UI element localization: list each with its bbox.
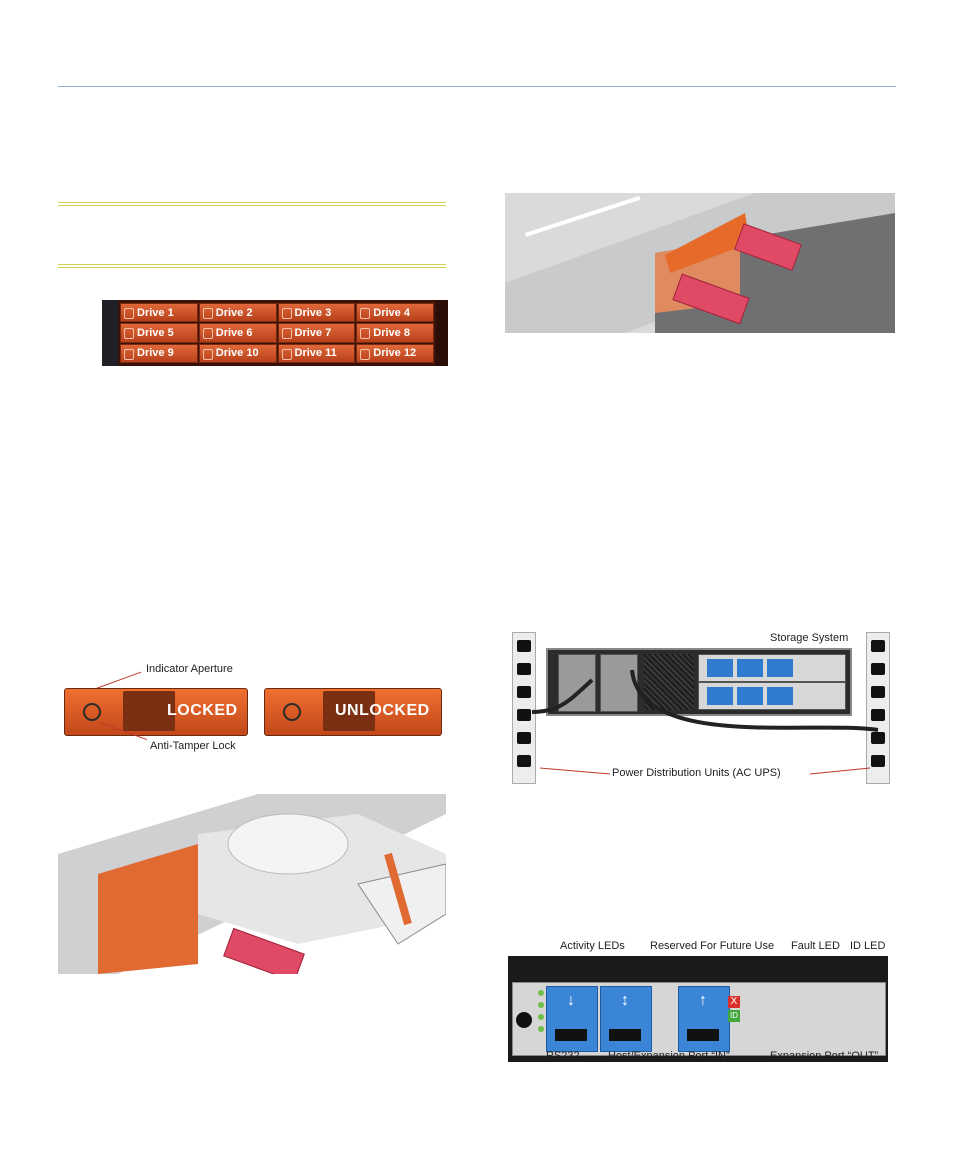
drive-insertion-illustration [58,794,446,974]
drive-slot: Drive 3 [277,303,356,323]
storage-system-label: Storage System [770,632,849,644]
drive-slot: Drive 1 [120,303,198,323]
drive-bay-illustration [505,193,895,333]
drive-slot: Drive 5 [120,323,198,343]
carrier-vent [323,691,375,731]
reserved-label: Reserved For Future Use [650,940,775,952]
drive-slot: Drive 7 [277,323,356,343]
controller-module [698,654,846,682]
drive-slot: Drive 12 [356,343,434,363]
arrow-updown-icon: ↕ [621,992,629,1009]
pdu-right [866,632,890,784]
id-led-label: ID LED [850,940,886,952]
drive-slot: Drive 4 [356,303,434,323]
carrier-vent [123,691,175,731]
locked-label: LOCKED [167,702,238,719]
anti-tamper-lock-label: Anti-Tamper Lock [150,740,236,752]
right-ear [436,300,448,366]
header-rule [58,86,896,87]
host-port-label: Host/Expansion Port “IN” [608,1050,730,1062]
drive-slot: Drive 9 [120,343,198,363]
arrow-down-icon: ↓ [567,992,575,1009]
expansion-port-label: Expansion Port “OUT” [770,1050,879,1062]
expansion-port-out: ↑ [678,986,730,1052]
arrow-up-icon: ↑ [699,992,707,1009]
drive-slot: Drive 11 [277,343,356,363]
rs232-label: RS232 [546,1050,580,1062]
drive-grid: Drive 1 Drive 2 Drive 3 Drive 4 Drive 5 … [120,303,434,363]
pdu-label: Power Distribution Units (AC UPS) [612,767,781,779]
fan-grille [644,654,694,710]
id-led: ID [728,1010,740,1022]
drive-slot: Drive 10 [198,343,277,363]
reserved-port: ↕ [600,986,652,1052]
drive-slot: Drive 8 [356,323,434,343]
power-cable [531,669,879,775]
lock-icon [83,703,101,721]
drive-front-panel-figure: Drive 1 Drive 2 Drive 3 Drive 4 Drive 5 … [102,300,448,366]
note-rule-top [58,202,446,206]
activity-leds-label: Activity LEDs [560,940,625,952]
controller-module [698,682,846,710]
drive-slot: Drive 6 [198,323,277,343]
fault-led: X [728,996,740,1008]
rs232-port [516,1012,532,1028]
power-supply [600,654,638,712]
drive-insertion-photo [58,794,446,974]
carrier-unlocked: UNLOCKED [264,688,442,736]
leader-line [96,671,142,689]
drive-bay-photo [505,193,895,333]
indicator-aperture-label: Indicator Aperture [146,663,233,675]
controller-detail-figure: ↓ ↕ ↑ X ID [508,956,888,1062]
pdu-left [512,632,536,784]
drive-slot: Drive 2 [198,303,277,323]
unlocked-label: UNLOCKED [335,702,430,719]
fault-led-label: Fault LED [791,940,840,952]
note-rule-bottom [58,264,446,268]
carrier-locked: LOCKED [64,688,248,736]
host-port-in: ↓ [546,986,598,1052]
lock-icon [283,703,301,721]
left-ear [102,300,118,366]
